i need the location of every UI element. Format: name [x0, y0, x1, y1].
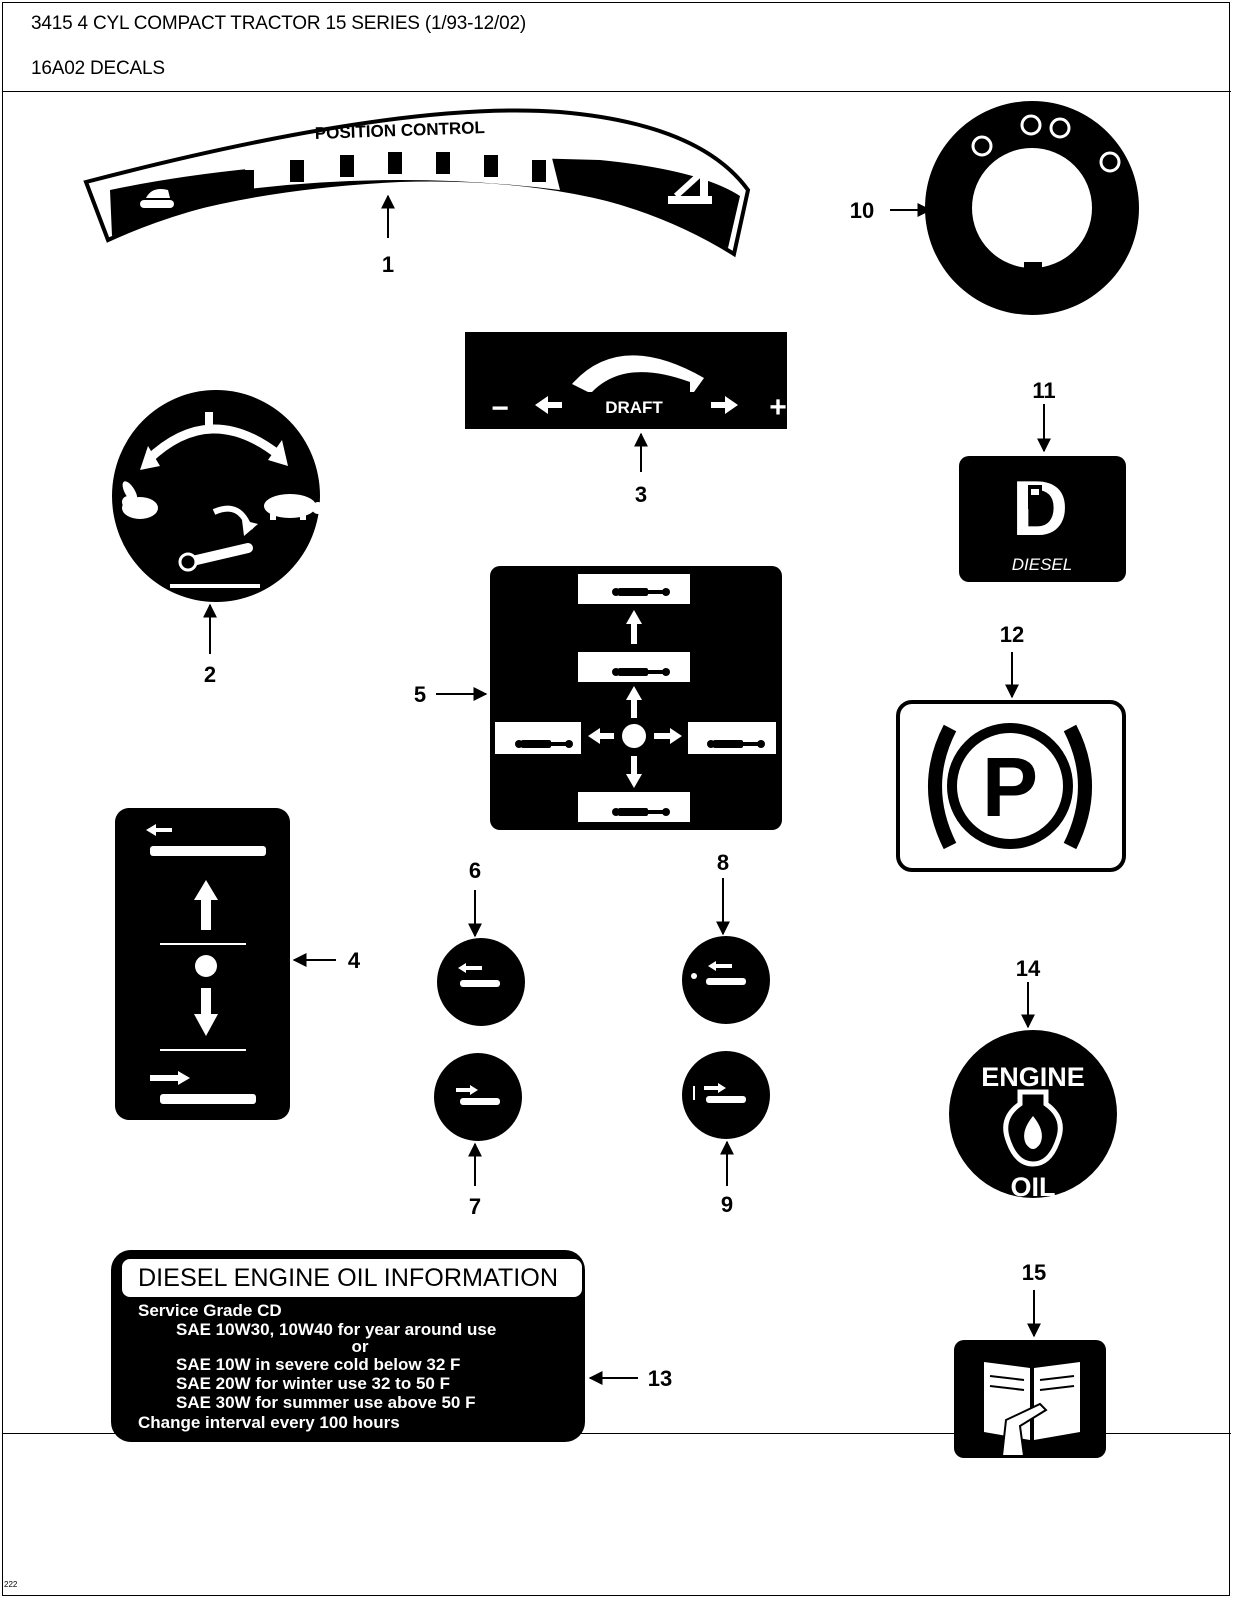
parking-brake-decal: P	[896, 700, 1126, 872]
ignition-symbol-icon	[971, 114, 1121, 173]
page-code: 222	[4, 1580, 18, 1589]
diesel-decal: D DIESEL	[959, 456, 1126, 582]
arrow-right-icon	[711, 396, 738, 414]
callout-3: 3	[635, 482, 647, 507]
callout-15: 15	[1022, 1260, 1046, 1285]
turtle-icon	[264, 494, 324, 520]
callout-5: 5	[414, 682, 426, 707]
oil-info-line: SAE 10W30, 10W40 for year around use	[176, 1320, 496, 1339]
oil-info-line: or	[352, 1337, 369, 1356]
fuel-pump-icon	[1028, 485, 1042, 509]
oil-info-line: SAE 20W for winter use 32 to 50 F	[176, 1374, 450, 1393]
callout-6: 6	[469, 858, 481, 883]
draft-minus-label: −	[491, 392, 509, 425]
lift-control-decal	[115, 808, 290, 1120]
callout-14: 14	[1016, 956, 1041, 981]
oil-info-line: Service Grade CD	[138, 1301, 282, 1320]
ignition-switch-decal	[925, 101, 1139, 315]
function-decal-7	[434, 1053, 522, 1141]
plow-icon	[140, 189, 174, 208]
header-divider	[3, 91, 1231, 92]
draft-plus-label: +	[769, 391, 787, 424]
oil-info-title: DIESEL ENGINE OIL INFORMATION	[138, 1264, 558, 1292]
function-decal-8	[682, 936, 770, 1024]
arrow-left-icon	[535, 396, 562, 414]
position-scale-marks	[240, 152, 594, 192]
section-title: 16A02 DECALS	[31, 58, 165, 79]
callout-9: 9	[721, 1192, 733, 1217]
footer-divider	[3, 1433, 1231, 1434]
oil-info-line: SAE 30W for summer use above 50 F	[176, 1393, 476, 1412]
oil-label: OIL	[1011, 1172, 1056, 1202]
page-title: 3415 4 CYL COMPACT TRACTOR 15 SERIES (1/…	[31, 13, 526, 34]
callout-8: 8	[717, 850, 729, 875]
function-decal-9	[682, 1051, 770, 1139]
callout-1: 1	[382, 252, 394, 277]
oil-info-line: SAE 10W in severe cold below 32 F	[176, 1355, 460, 1374]
draft-decal: − DRAFT +	[465, 332, 787, 429]
speed-control-decal	[112, 390, 324, 602]
function-decal-6	[437, 938, 525, 1026]
callout-11: 11	[1032, 378, 1055, 403]
operator-manual-decal	[954, 1340, 1106, 1458]
oil-drop-icon	[1003, 1089, 1063, 1167]
hare-icon	[122, 481, 158, 519]
callout-12: 12	[1000, 622, 1024, 647]
oil-info-decal: DIESEL ENGINE OIL INFORMATION Service Gr…	[111, 1250, 585, 1442]
parking-letter: P	[982, 740, 1038, 834]
callout-10: 10	[850, 198, 874, 223]
oil-info-line: Change interval every 100 hours	[138, 1413, 400, 1432]
joystick-decal	[490, 566, 782, 830]
lift-arm-icon	[668, 173, 712, 204]
book-hand-icon	[984, 1362, 1080, 1457]
callout-13: 13	[648, 1366, 672, 1391]
callout-7: 7	[469, 1194, 481, 1219]
position-control-decal: POSITION CONTROL	[83, 108, 751, 258]
lever-icon	[170, 543, 260, 588]
draft-label: DRAFT	[605, 398, 663, 417]
engine-label: ENGINE	[981, 1062, 1085, 1092]
callout-4: 4	[348, 948, 361, 973]
callout-2: 2	[204, 662, 216, 687]
engine-oil-decal: ENGINE OIL	[949, 1030, 1117, 1202]
diesel-label: DIESEL	[1012, 555, 1072, 574]
